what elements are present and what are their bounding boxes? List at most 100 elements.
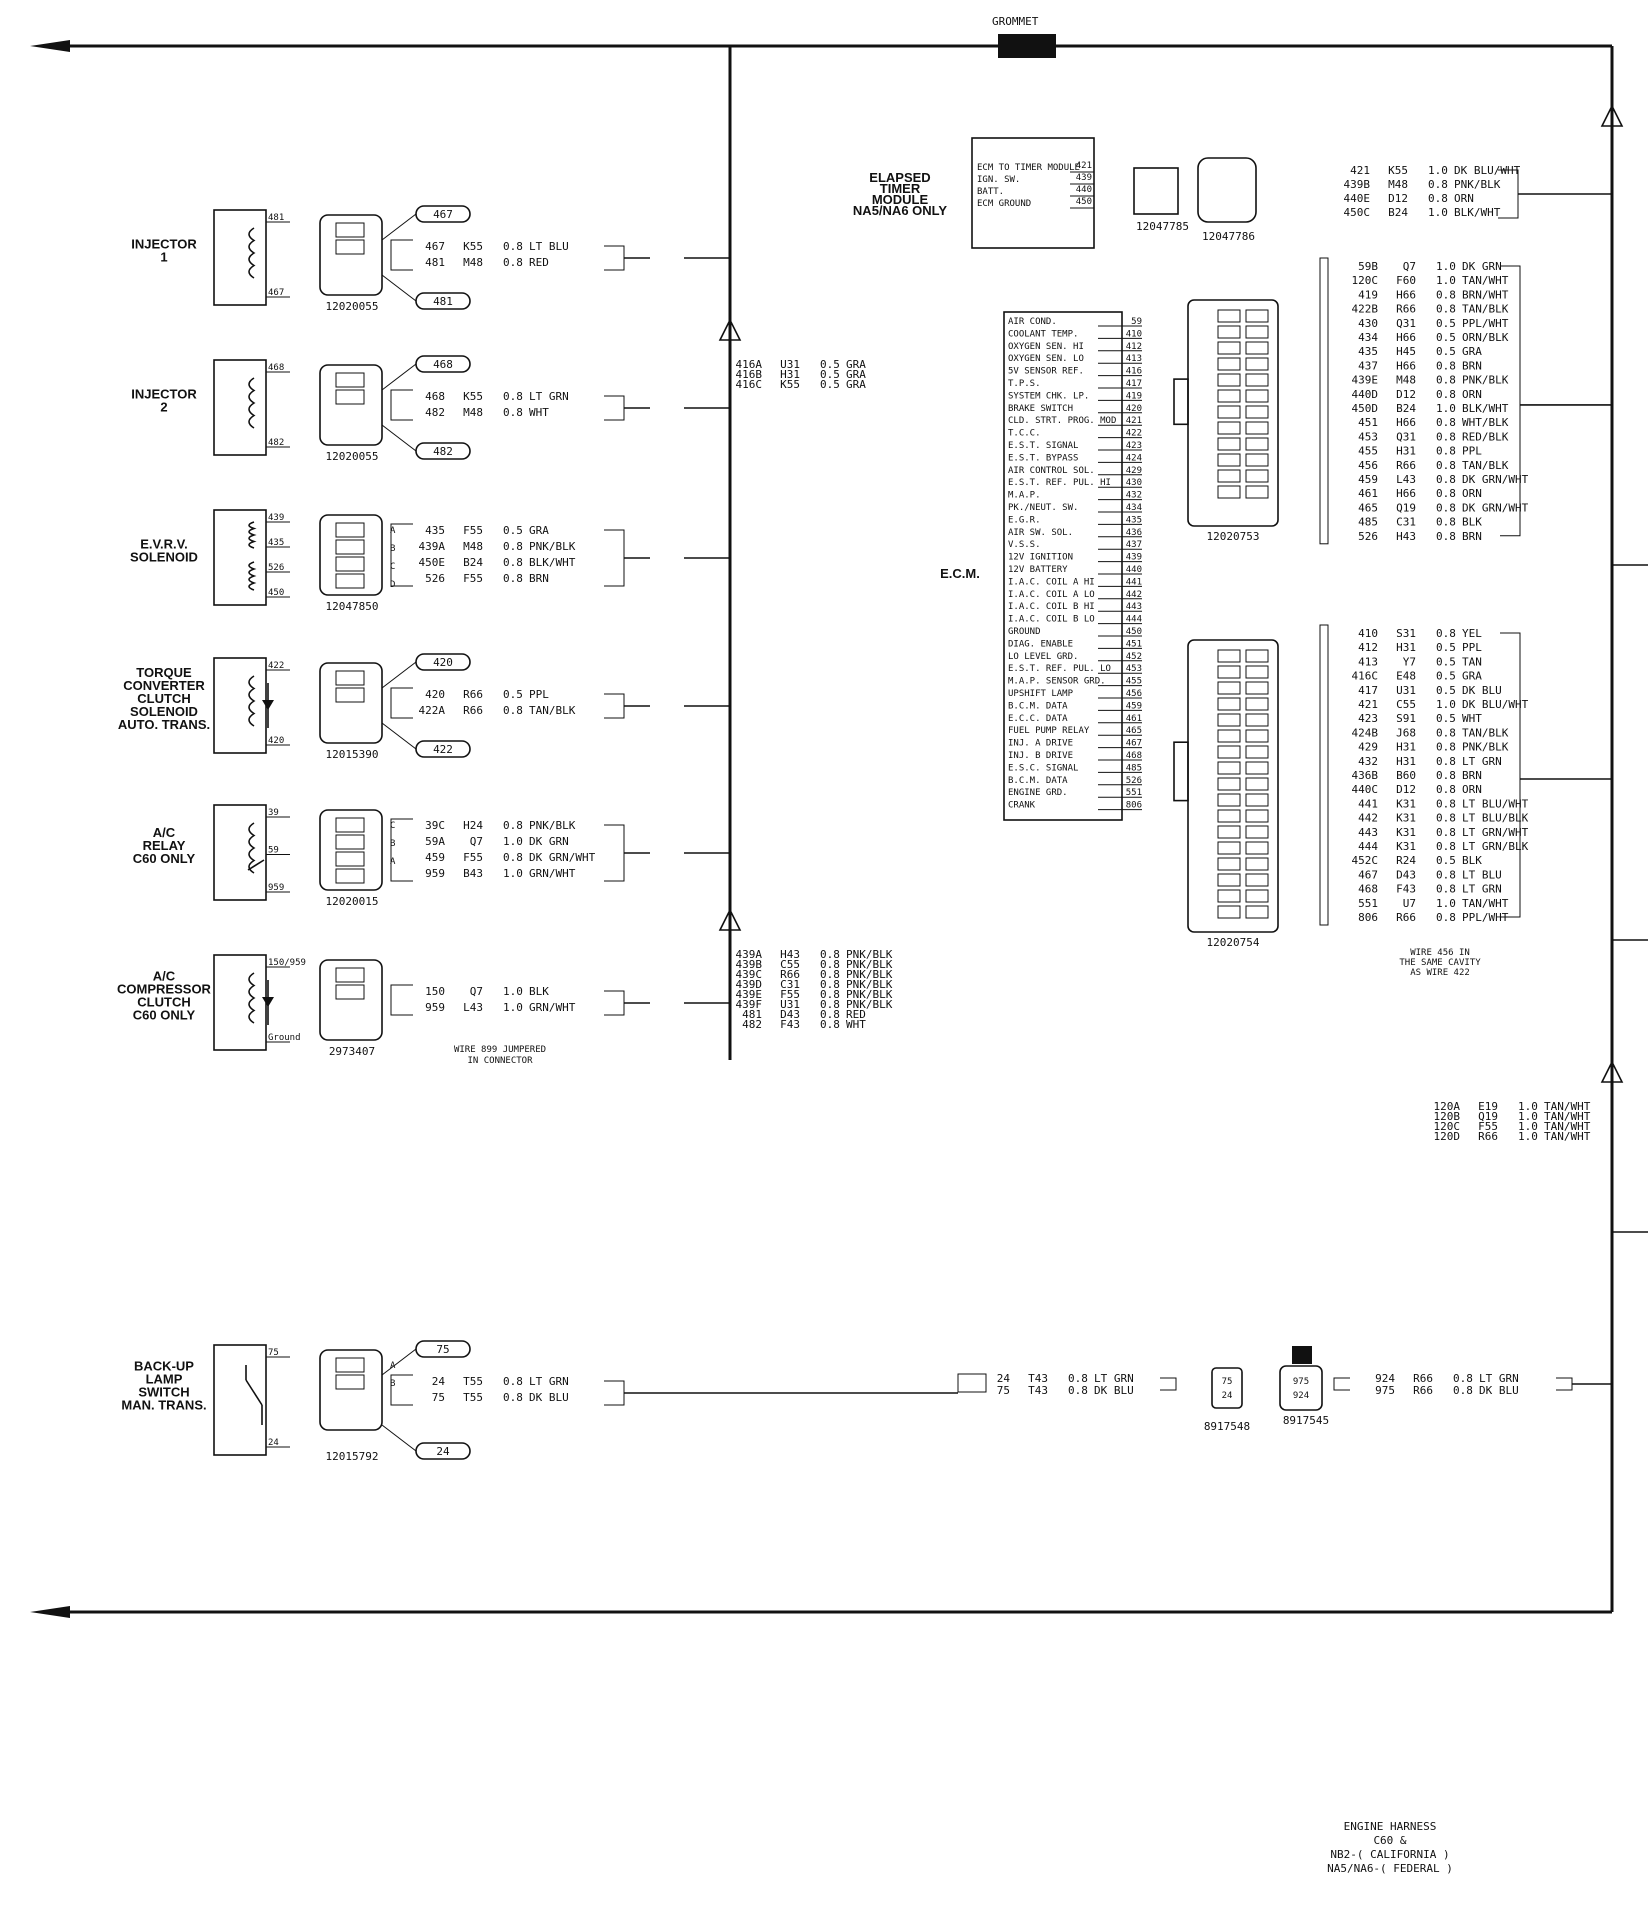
device-box: [213, 209, 267, 306]
ecm-pin: 459: [1126, 701, 1142, 711]
ecm-wire-row-gauge: 0.5: [1436, 331, 1456, 344]
ecm-wire-row-circuit: 456: [1358, 459, 1378, 472]
ecm-bundle: [1500, 632, 1521, 918]
harness-trunks: [30, 34, 1614, 1618]
ecm-wire-row-circuit: 437: [1358, 359, 1378, 372]
ecm-wire-row-circuit: 455: [1358, 445, 1378, 458]
pin-label: 959: [268, 883, 284, 893]
timer-row-label: BATT.: [977, 187, 1004, 197]
connector-body: [319, 514, 383, 596]
ecm-wire-row-code: K31: [1396, 840, 1416, 853]
connector-part-number: 12015390: [326, 748, 379, 761]
ecm-cavity: [1217, 485, 1241, 499]
ecm-wire-row-code: U31: [1396, 684, 1416, 697]
ecm-wire-row-gauge: 0.8: [1436, 473, 1456, 486]
pin-label: 450: [268, 588, 284, 598]
ecm-wire-row-circuit: 410: [1358, 627, 1378, 640]
wire-row-color: GRN/WHT: [529, 867, 576, 880]
pin-label: 435: [268, 538, 284, 548]
connector-cavity: [335, 687, 365, 703]
ecm-cavity: [1245, 729, 1269, 743]
ecm-cavity: [1217, 325, 1241, 339]
ecm-wire-row-gauge: 0.8: [1436, 741, 1456, 754]
ecm-cavity: [1245, 809, 1269, 823]
wire-row-code: T55: [463, 1391, 483, 1404]
timer-wire-row-code: K55: [1388, 164, 1408, 177]
wire-row-gauge: 0.8: [503, 390, 523, 403]
ecm-row-label: E.G.R.: [1008, 515, 1041, 525]
backup-right-row-color: LT GRN: [1479, 1372, 1519, 1385]
wire-row-circuit: 959: [425, 1001, 445, 1014]
ecm-wire-row-color: LT GRN/BLK: [1462, 840, 1529, 853]
device-box: [213, 359, 267, 456]
coil-symbol: [248, 227, 256, 279]
ecm-wire-row-color: TAN/BLK: [1462, 303, 1509, 316]
ecm-row-label: B.C.M. DATA: [1008, 701, 1068, 711]
ecm-wire-row-circuit: 806: [1358, 911, 1378, 924]
ecm-wire-row-gauge: 0.8: [1436, 868, 1456, 881]
ecm-pin: 440: [1126, 565, 1142, 575]
wire-bundle: [604, 990, 625, 1016]
ecm-cavity: [1245, 697, 1269, 711]
ecm-wire-row-gauge: 0.5: [1436, 345, 1456, 358]
ecm-cavity: [1217, 777, 1241, 791]
wire-bundle: [604, 529, 625, 587]
backup-right-row-circuit: 975: [1375, 1384, 1395, 1397]
cavity-letter: B: [390, 839, 395, 849]
ecm-wire-row-code: F60: [1396, 274, 1416, 287]
ecm-row-label: M.A.P.: [1008, 491, 1041, 501]
ecm-pin: 417: [1126, 379, 1142, 389]
ecm-wire-row-circuit: 430: [1358, 317, 1378, 330]
ecm-cavity: [1245, 389, 1269, 403]
ecm-row-label: CLD. STRT. PROG. MOD: [1008, 416, 1116, 426]
tag-callout-text: 467: [433, 208, 453, 221]
wire-row-gauge: 0.8: [503, 851, 523, 864]
ecm-wire-row-code: K31: [1396, 812, 1416, 825]
component-label: SOLENOID: [130, 550, 198, 565]
splice-marker-icon: [718, 908, 742, 931]
ecm-wire-row-circuit: 468: [1358, 883, 1378, 896]
component-label: SOLENOID: [130, 704, 198, 719]
connector-body: [319, 662, 383, 744]
ecm-row-label: E.C.C. DATA: [1008, 714, 1068, 724]
connector-body: [319, 809, 383, 891]
tag-callout-text: 482: [433, 445, 453, 458]
splice-row-code: C55: [780, 958, 800, 971]
ecm-pin: 467: [1126, 739, 1142, 749]
tag-leader: [381, 661, 417, 689]
wire-row-circuit: 482: [425, 406, 445, 419]
connector-cavity: [335, 239, 365, 255]
backup-mid-bundle: [1160, 1377, 1177, 1391]
tag-callout-text: 468: [433, 358, 453, 371]
component-label: 1: [160, 250, 167, 265]
component-label: INJECTOR: [131, 387, 197, 402]
ecm-wire-row-code: D43: [1396, 868, 1416, 881]
connector-part-number: 12020055: [326, 450, 379, 463]
splice-row-gauge: 1.0: [1518, 1130, 1538, 1143]
wire-row-gauge: 0.8: [503, 704, 523, 717]
ecm-wire-row-gauge: 0.8: [1436, 288, 1456, 301]
timer-pin: 421: [1076, 161, 1092, 171]
ecm-wire-row-color: ORN/BLK: [1462, 331, 1509, 344]
ecm-pin: 439: [1126, 553, 1142, 563]
splice-row-code: H43: [780, 948, 800, 961]
ecm-wire-row-color: TAN/WHT: [1462, 897, 1509, 910]
ecm-connector-body: [1187, 299, 1279, 527]
ecm-pin: 420: [1126, 404, 1142, 414]
ecm-pin: 450: [1126, 627, 1142, 637]
device-box: [213, 1344, 267, 1456]
wire-row-circuit: 24: [432, 1375, 446, 1388]
wire-row-color: DK GRN/WHT: [529, 851, 596, 864]
tag-leader: [381, 722, 417, 750]
ecm-wire-row-circuit: 451: [1358, 416, 1378, 429]
ecm-pin: 421: [1126, 416, 1142, 426]
component-label: LAMP: [146, 1372, 183, 1387]
ecm-pin: 551: [1126, 788, 1142, 798]
ecm-cavity: [1245, 665, 1269, 679]
ecm-pin: 432: [1126, 491, 1142, 501]
wire-bracket: [390, 687, 413, 719]
ecm-cavity: [1217, 453, 1241, 467]
title-line: NA5/NA6-( FEDERAL ): [1327, 1862, 1453, 1875]
grommet-label: GROMMET: [992, 15, 1039, 28]
connector-cavity: [335, 817, 365, 833]
